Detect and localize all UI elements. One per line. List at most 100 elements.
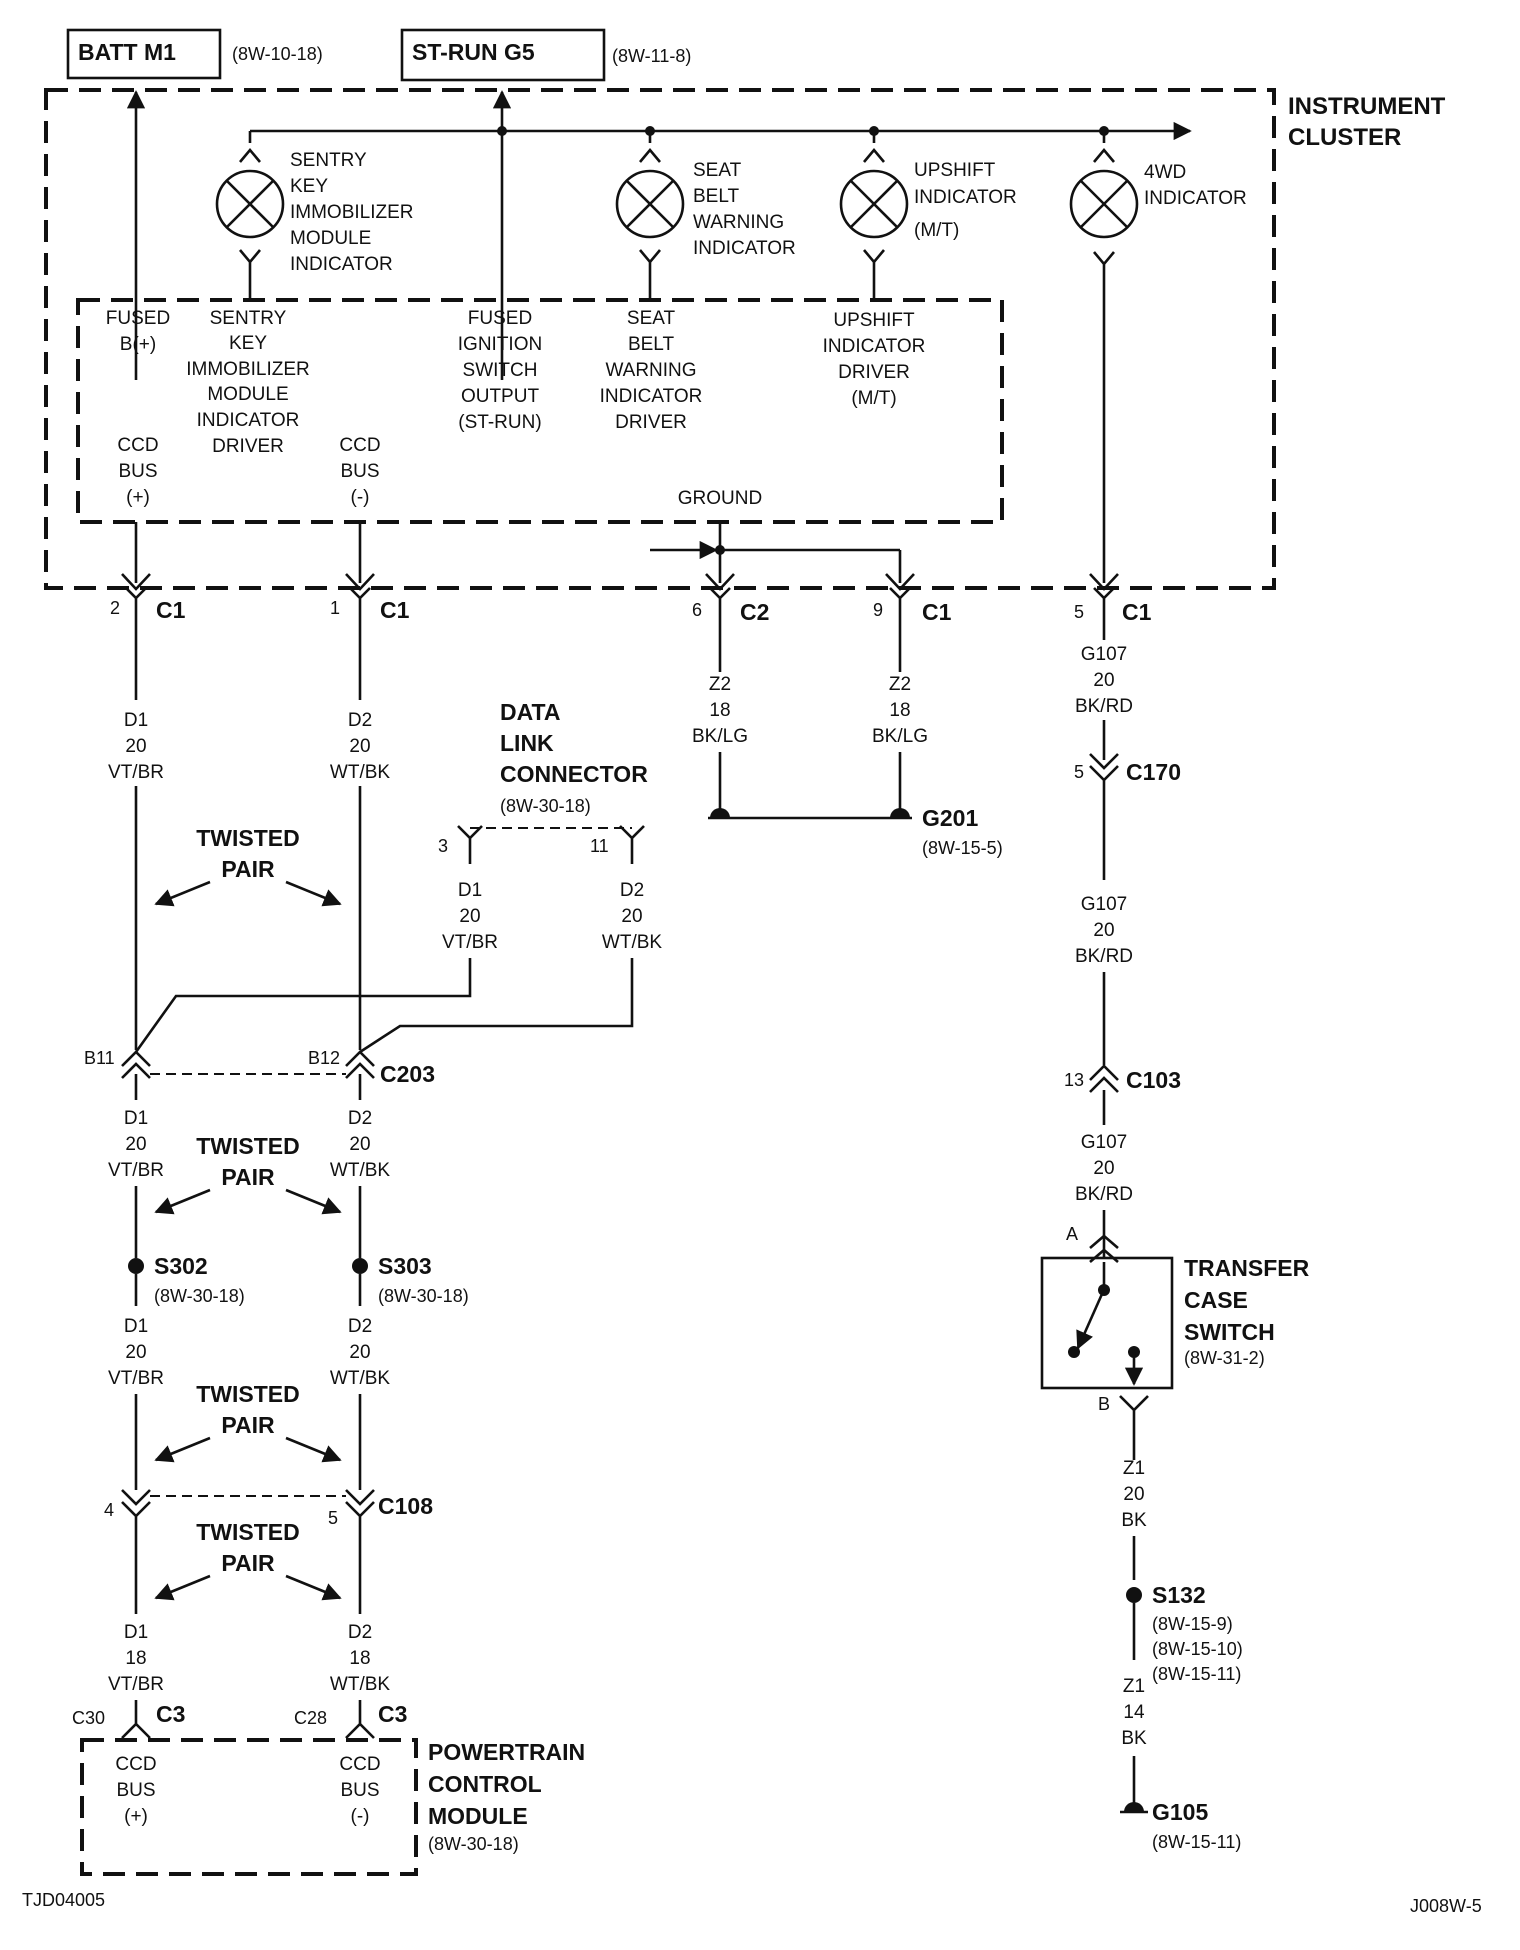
seatbelt-driver-label-3: WARNING [605, 360, 696, 381]
upshift-driver-label-4: (M/T) [851, 388, 896, 409]
wire-dlc-d2-1: D2 [620, 880, 644, 901]
wire-z2-a-2: 18 [709, 700, 730, 721]
sentry-lamp-label-3: IMMOBILIZER [290, 202, 414, 223]
wire-d1-c-3: VT/BR [108, 1368, 164, 1389]
c2-pin6-name: C2 [740, 599, 769, 625]
dlc-d1-wire [134, 958, 472, 1053]
upshift-driver-label-1: UPSHIFT [833, 310, 915, 331]
upshift-lamp-label-3: (M/T) [914, 220, 959, 241]
c103-pin: 13 [1064, 1070, 1084, 1090]
wire-d2-b-3: WT/BK [330, 1160, 390, 1181]
4wd-lamp-label-1: 4WD [1144, 162, 1186, 183]
footer-right-code: J008W-5 [1410, 1896, 1482, 1916]
dlc-connector [457, 825, 645, 864]
sentry-lamp-label-1: SENTRY [290, 150, 367, 171]
g201-name: G201 [922, 805, 978, 831]
c203-name: C203 [380, 1061, 435, 1087]
g201-ref: (8W-15-5) [922, 838, 1003, 858]
seat-belt-lamp-label-3: WARNING [693, 212, 784, 233]
wire-z1-b-2: 14 [1123, 1702, 1145, 1723]
upshift-lamp-label-2: INDICATOR [914, 187, 1017, 208]
twisted-pair-1-line2: PAIR [221, 856, 275, 882]
wire-d1-a-2: 20 [125, 736, 146, 757]
wire-dlc-d1-1: D1 [458, 880, 482, 901]
st-run-g5-ref: (8W-11-8) [612, 46, 691, 66]
c108-name: C108 [378, 1493, 433, 1519]
wire-d1-d-2: 18 [125, 1648, 146, 1669]
s132-ref-3: (8W-15-11) [1152, 1664, 1241, 1684]
tcs-pin-b: B [1098, 1394, 1110, 1414]
c170-name: C170 [1126, 759, 1181, 785]
upshift-lamp-icon [839, 131, 909, 300]
ccd-pos-label-3: (+) [126, 487, 150, 508]
c170-pin: 5 [1074, 762, 1084, 782]
pcm-title-1: POWERTRAIN [428, 1739, 585, 1765]
wire-d1-d-3: VT/BR [108, 1674, 164, 1695]
connector-c108 [121, 1489, 375, 1560]
wire-g107-a-2: 20 [1093, 670, 1114, 691]
connector-c203 [121, 1050, 375, 1100]
ground-label: GROUND [678, 488, 762, 509]
fused-b-label-2: B(+) [120, 334, 156, 355]
st-run-g5-label: ST-RUN G5 [412, 39, 535, 65]
twisted-pair-1-arrow-left [154, 880, 211, 907]
fused-ign-label-2: IGNITION [458, 334, 542, 355]
wire-d1-c-1: D1 [124, 1316, 148, 1337]
c3-pin-c30: C30 [72, 1708, 105, 1728]
wire-d2-a-1: D2 [348, 710, 372, 731]
ccd-neg-label-1: CCD [339, 435, 380, 456]
wire-d1-b-3: VT/BR [108, 1160, 164, 1181]
4wd-lamp-label-2: INDICATOR [1144, 188, 1247, 209]
wire-d1-a-3: VT/BR [108, 762, 164, 783]
wire-d2-b-1: D2 [348, 1108, 372, 1129]
c3-pin-c28: C28 [294, 1708, 327, 1728]
wire-d2-a-3: WT/BK [330, 762, 390, 783]
wire-dlc-d2-2: 20 [621, 906, 642, 927]
pcm-title-3: MODULE [428, 1803, 528, 1829]
fused-ign-label-3: SWITCH [463, 360, 538, 381]
wire-d2-d-2: 18 [349, 1648, 370, 1669]
seatbelt-driver-label-4: INDICATOR [600, 386, 703, 407]
connector-c2-pin6 [705, 573, 735, 615]
splice-s132-icon [1126, 1587, 1142, 1603]
g105-name: G105 [1152, 1799, 1208, 1825]
transfer-case-switch [1040, 1234, 1174, 1460]
c1-pin1-num: 1 [330, 598, 340, 618]
s302-name: S302 [154, 1253, 208, 1279]
wire-d1-b-2: 20 [125, 1134, 146, 1155]
connector-c103 [1089, 1064, 1119, 1125]
twisted-pair-4-line2: PAIR [221, 1550, 275, 1576]
c3-name-left: C3 [156, 1701, 185, 1727]
splice-s302-icon [128, 1258, 144, 1274]
wire-z1-a-1: Z1 [1123, 1458, 1145, 1479]
seatbelt-driver-label-2: BELT [628, 334, 675, 355]
wire-g107-a-1: G107 [1081, 644, 1127, 665]
ccd-neg-label-3: (-) [351, 487, 370, 508]
twisted-pair-3-arrow-left [154, 1436, 211, 1463]
wire-d2-c-1: D2 [348, 1316, 372, 1337]
instrument-cluster-boundary [44, 88, 1276, 590]
wire-d2-a-2: 20 [349, 736, 370, 757]
wire-d2-b-2: 20 [349, 1134, 370, 1155]
seatbelt-driver-label-1: SEAT [627, 308, 676, 329]
s132-name: S132 [1152, 1582, 1206, 1608]
pcm-ccd-pos-2: BUS [116, 1780, 155, 1801]
wire-z1-b-1: Z1 [1123, 1676, 1145, 1697]
4wd-lamp-icon [1069, 131, 1139, 583]
sentry-driver-label-4: MODULE [207, 384, 288, 405]
wire-z2-a-1: Z2 [709, 674, 731, 695]
wire-d1-b-1: D1 [124, 1108, 148, 1129]
fused-ign-label-5: (ST-RUN) [458, 412, 541, 433]
pcm-ccd-neg-3: (-) [351, 1806, 370, 1827]
seat-belt-lamp-label-1: SEAT [693, 160, 742, 181]
twisted-pair-3-arrow-right [285, 1436, 342, 1463]
wire-g107-b-3: BK/RD [1075, 946, 1133, 967]
sentry-driver-label-6: DRIVER [212, 436, 284, 457]
c108-pin-5: 5 [328, 1508, 338, 1528]
batt-m1-box: BATT M1 [66, 28, 222, 80]
ccd-pos-label-2: BUS [118, 461, 157, 482]
wire-d1-c-2: 20 [125, 1342, 146, 1363]
dlc-title-1: DATA [500, 699, 560, 725]
wire-d2-d-3: WT/BK [330, 1674, 390, 1695]
